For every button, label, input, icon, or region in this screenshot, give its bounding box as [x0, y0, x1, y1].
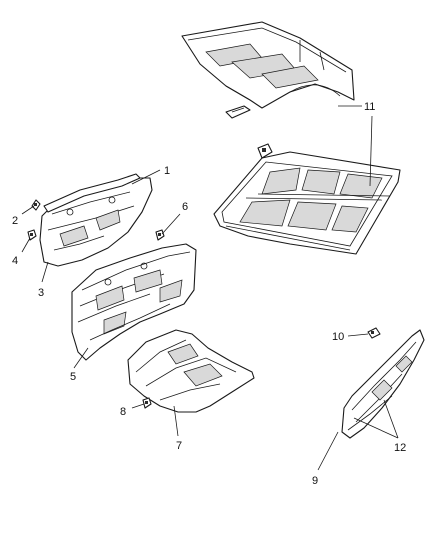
callout-4: 4 — [12, 255, 18, 267]
callout-5: 5 — [70, 371, 76, 383]
cowl-seal — [43, 173, 141, 213]
headliner-panel — [213, 151, 401, 255]
clip-10 — [367, 327, 381, 339]
callout-12: 12 — [394, 442, 406, 454]
callout-8: 8 — [120, 406, 126, 418]
headliner-clip — [257, 143, 273, 159]
headliner-upper — [181, 21, 355, 109]
dash-silencer-lower — [71, 243, 197, 361]
push-pin-4 — [27, 229, 37, 241]
screw-2 — [31, 199, 41, 211]
back-panel-silencer — [341, 329, 425, 439]
leader-lines — [21, 105, 399, 471]
callout-10: 10 — [332, 331, 344, 343]
fastener-8 — [142, 397, 152, 409]
callout-3: 3 — [38, 287, 44, 299]
callout-11: 11 — [364, 101, 375, 113]
floor-silencer — [127, 329, 255, 413]
push-pin-6 — [155, 229, 165, 241]
bracket-arrow — [225, 105, 251, 119]
callout-9: 9 — [312, 475, 318, 487]
callout-2: 2 — [12, 215, 18, 227]
callout-6: 6 — [182, 201, 188, 213]
callout-1: 1 — [164, 165, 170, 177]
callout-7: 7 — [176, 440, 182, 452]
